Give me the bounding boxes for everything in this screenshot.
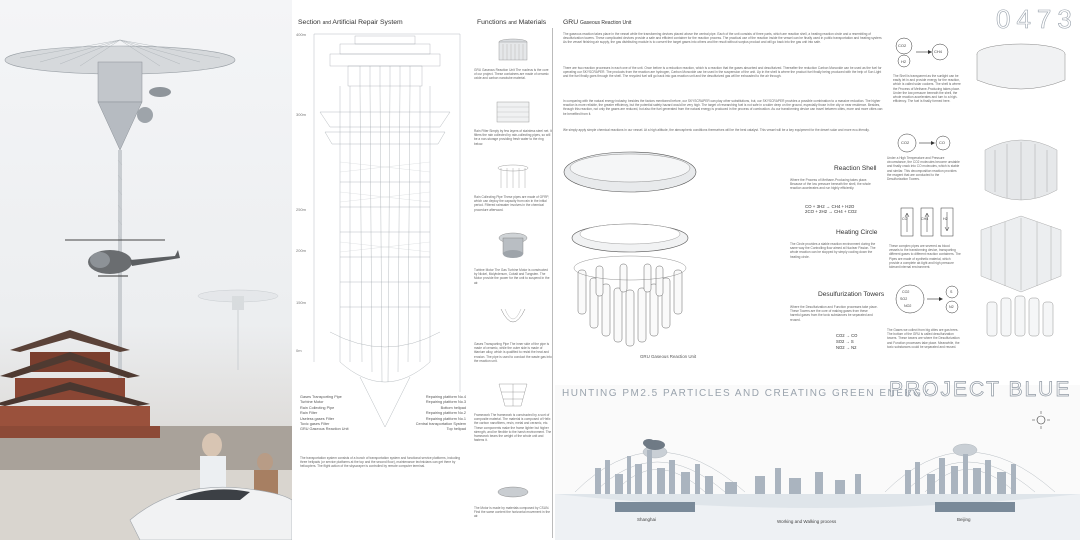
hero-photo-collage xyxy=(0,0,292,540)
function-text-turbine: Turbine Motor The Gas Turbine Motor is c… xyxy=(474,268,550,285)
project-number: 0473 xyxy=(996,4,1078,35)
legend-item: Rain Collecting Pipe xyxy=(300,405,335,410)
legend-item: Useless gases Filter xyxy=(300,416,335,421)
heating-circle-text: The Circle provides a stable reaction en… xyxy=(790,242,876,259)
legend-item: Repairing platform No.1 xyxy=(425,416,466,421)
height-label-150: 150m xyxy=(296,300,307,305)
chinese-tower xyxy=(0,330,292,470)
gru-paragraph-2: There are two reaction processes in each… xyxy=(563,66,882,79)
function-text-framework: Framework The framework is constructed b… xyxy=(474,413,552,443)
desulf-equations: CO2 → CO SO2 → S NO2 → N2 xyxy=(836,333,858,350)
function-text-gru: GRU Gaseous Reaction Unit The nucleus is… xyxy=(474,68,549,81)
height-label-300: 300m xyxy=(296,112,307,117)
city-label-beijing: Beijing xyxy=(957,517,971,522)
gru-title: GRU Gaseous Reaction Unit xyxy=(563,19,632,26)
height-label-0: 0m xyxy=(296,348,302,353)
legend-item: Top helipad xyxy=(446,427,466,432)
legend-item: Turbine Motor xyxy=(300,400,324,405)
motor-icon xyxy=(497,486,529,498)
heating-circle-title: Heating Circle xyxy=(836,229,878,236)
desulf-title: Desulfurization Towers xyxy=(818,291,885,298)
gru-paragraph-4: We simply apply simple chemical reaction… xyxy=(563,128,870,132)
icon-text: S xyxy=(950,290,953,294)
icon-text: CO xyxy=(902,217,908,221)
framework-icon xyxy=(498,383,528,407)
helicopter xyxy=(65,239,180,277)
function-text-gas-pipe: Gases Transporting Pipe The inner side o… xyxy=(474,342,552,363)
co2-to-ch4-icon xyxy=(895,37,949,68)
note-pipes: These complex pipes are severed as blood… xyxy=(889,244,961,270)
rain-filter-icon xyxy=(496,101,530,123)
icon-text: CO2 xyxy=(902,290,910,294)
icon-text: CO2 xyxy=(901,140,910,145)
gru-exploded-drawing xyxy=(563,151,697,347)
gru-drawing-caption: GRU Gaseous Reaction Unit xyxy=(640,354,697,359)
legend-item: Gases Transporting Pipe xyxy=(300,395,342,399)
legend-item: Central transportation System xyxy=(415,422,466,427)
function-text-rain-filter: Rain Filter Simply by few layers of stai… xyxy=(474,129,552,146)
banner-subtitle: HUNTING PM2.5 PARTICLES AND CREATING GRE… xyxy=(562,388,931,399)
turbine-motor-icon xyxy=(498,232,528,258)
legend-item: GRU Gaseous Reaction Unit xyxy=(300,427,349,432)
rain-pipe-icon xyxy=(497,164,529,188)
icon-text: CH4 xyxy=(934,49,943,54)
icon-text: NO2 xyxy=(904,304,912,308)
icon-text: H2 xyxy=(901,59,907,64)
icon-text: H2 xyxy=(943,217,948,221)
height-label-200: 200m xyxy=(296,248,307,253)
legend-item: Repairing platform No.2 xyxy=(425,411,466,416)
gru-component-renders xyxy=(976,43,1066,337)
functions-title: Functions and Materials xyxy=(477,19,547,26)
city-label-shanghai: Shanghai xyxy=(637,517,657,522)
gas-pipe-icon xyxy=(500,308,526,323)
icon-text: CO xyxy=(939,140,945,145)
pipes-icon xyxy=(900,207,954,237)
desulf-text: Where the Desulfurization and Function p… xyxy=(790,305,878,322)
height-label-250: 250m xyxy=(296,207,307,212)
floating-unit-distant xyxy=(197,289,279,370)
section-description: The transportation system consists of a … xyxy=(300,456,460,469)
sports-car xyxy=(129,486,292,540)
icon-text: CO2 xyxy=(898,43,907,48)
legend-item: Toxic gases Filter xyxy=(300,422,330,427)
column-divider xyxy=(552,28,553,538)
cloud-icon xyxy=(643,439,665,450)
co2-to-co-icon xyxy=(897,133,951,153)
legend-item: Repairing platform No.3 xyxy=(425,400,466,405)
legend-item: Bottom helipad xyxy=(440,405,466,410)
tower-section-drawing xyxy=(313,33,461,428)
note-decomposition: Under a High Temperature and Pressure ci… xyxy=(887,156,960,182)
icon-text: SO2 xyxy=(900,297,908,301)
reaction-shell-equations: CO + 3H2 → CH4 + H2O 2CO + 2H2 → CH4 + C… xyxy=(805,204,857,214)
gru-unit-icon xyxy=(498,38,528,61)
icon-text: N2 xyxy=(949,305,954,309)
legend-item: Rain Filter xyxy=(300,411,318,416)
gru-paragraph-1: The gaseous reaction takes place in the … xyxy=(563,32,883,45)
function-text-rain-pipe: Rain Collecting Pipe These pipes are mad… xyxy=(474,195,550,212)
process-label: Working and Walking process xyxy=(777,519,837,524)
project-title: PROJECT BLUE xyxy=(889,378,1072,402)
gru-paragraph-3: In comparing with the natural energy ind… xyxy=(563,99,883,116)
note-shell: The Shell is transparent as the sunlight… xyxy=(893,74,961,104)
note-gases: The Gases we collect from big cities are… xyxy=(887,328,960,349)
section-title: Section and Artificial Repair System xyxy=(298,19,403,26)
hero-illustration xyxy=(0,0,292,540)
skyline-illustration xyxy=(555,411,1080,540)
sun-icon xyxy=(1032,411,1050,429)
desulf-icon xyxy=(895,284,959,314)
function-text-motor: The Motor is made by materials composed … xyxy=(474,506,551,519)
icon-text: CH4 xyxy=(921,217,929,221)
reaction-shell-title: Reaction Shell xyxy=(834,165,877,172)
height-label-400: 400m xyxy=(296,32,307,37)
reaction-shell-text: Where the Process of Methane-Producing t… xyxy=(790,178,871,191)
legend-item: Repairing platform No.4 xyxy=(425,395,466,399)
